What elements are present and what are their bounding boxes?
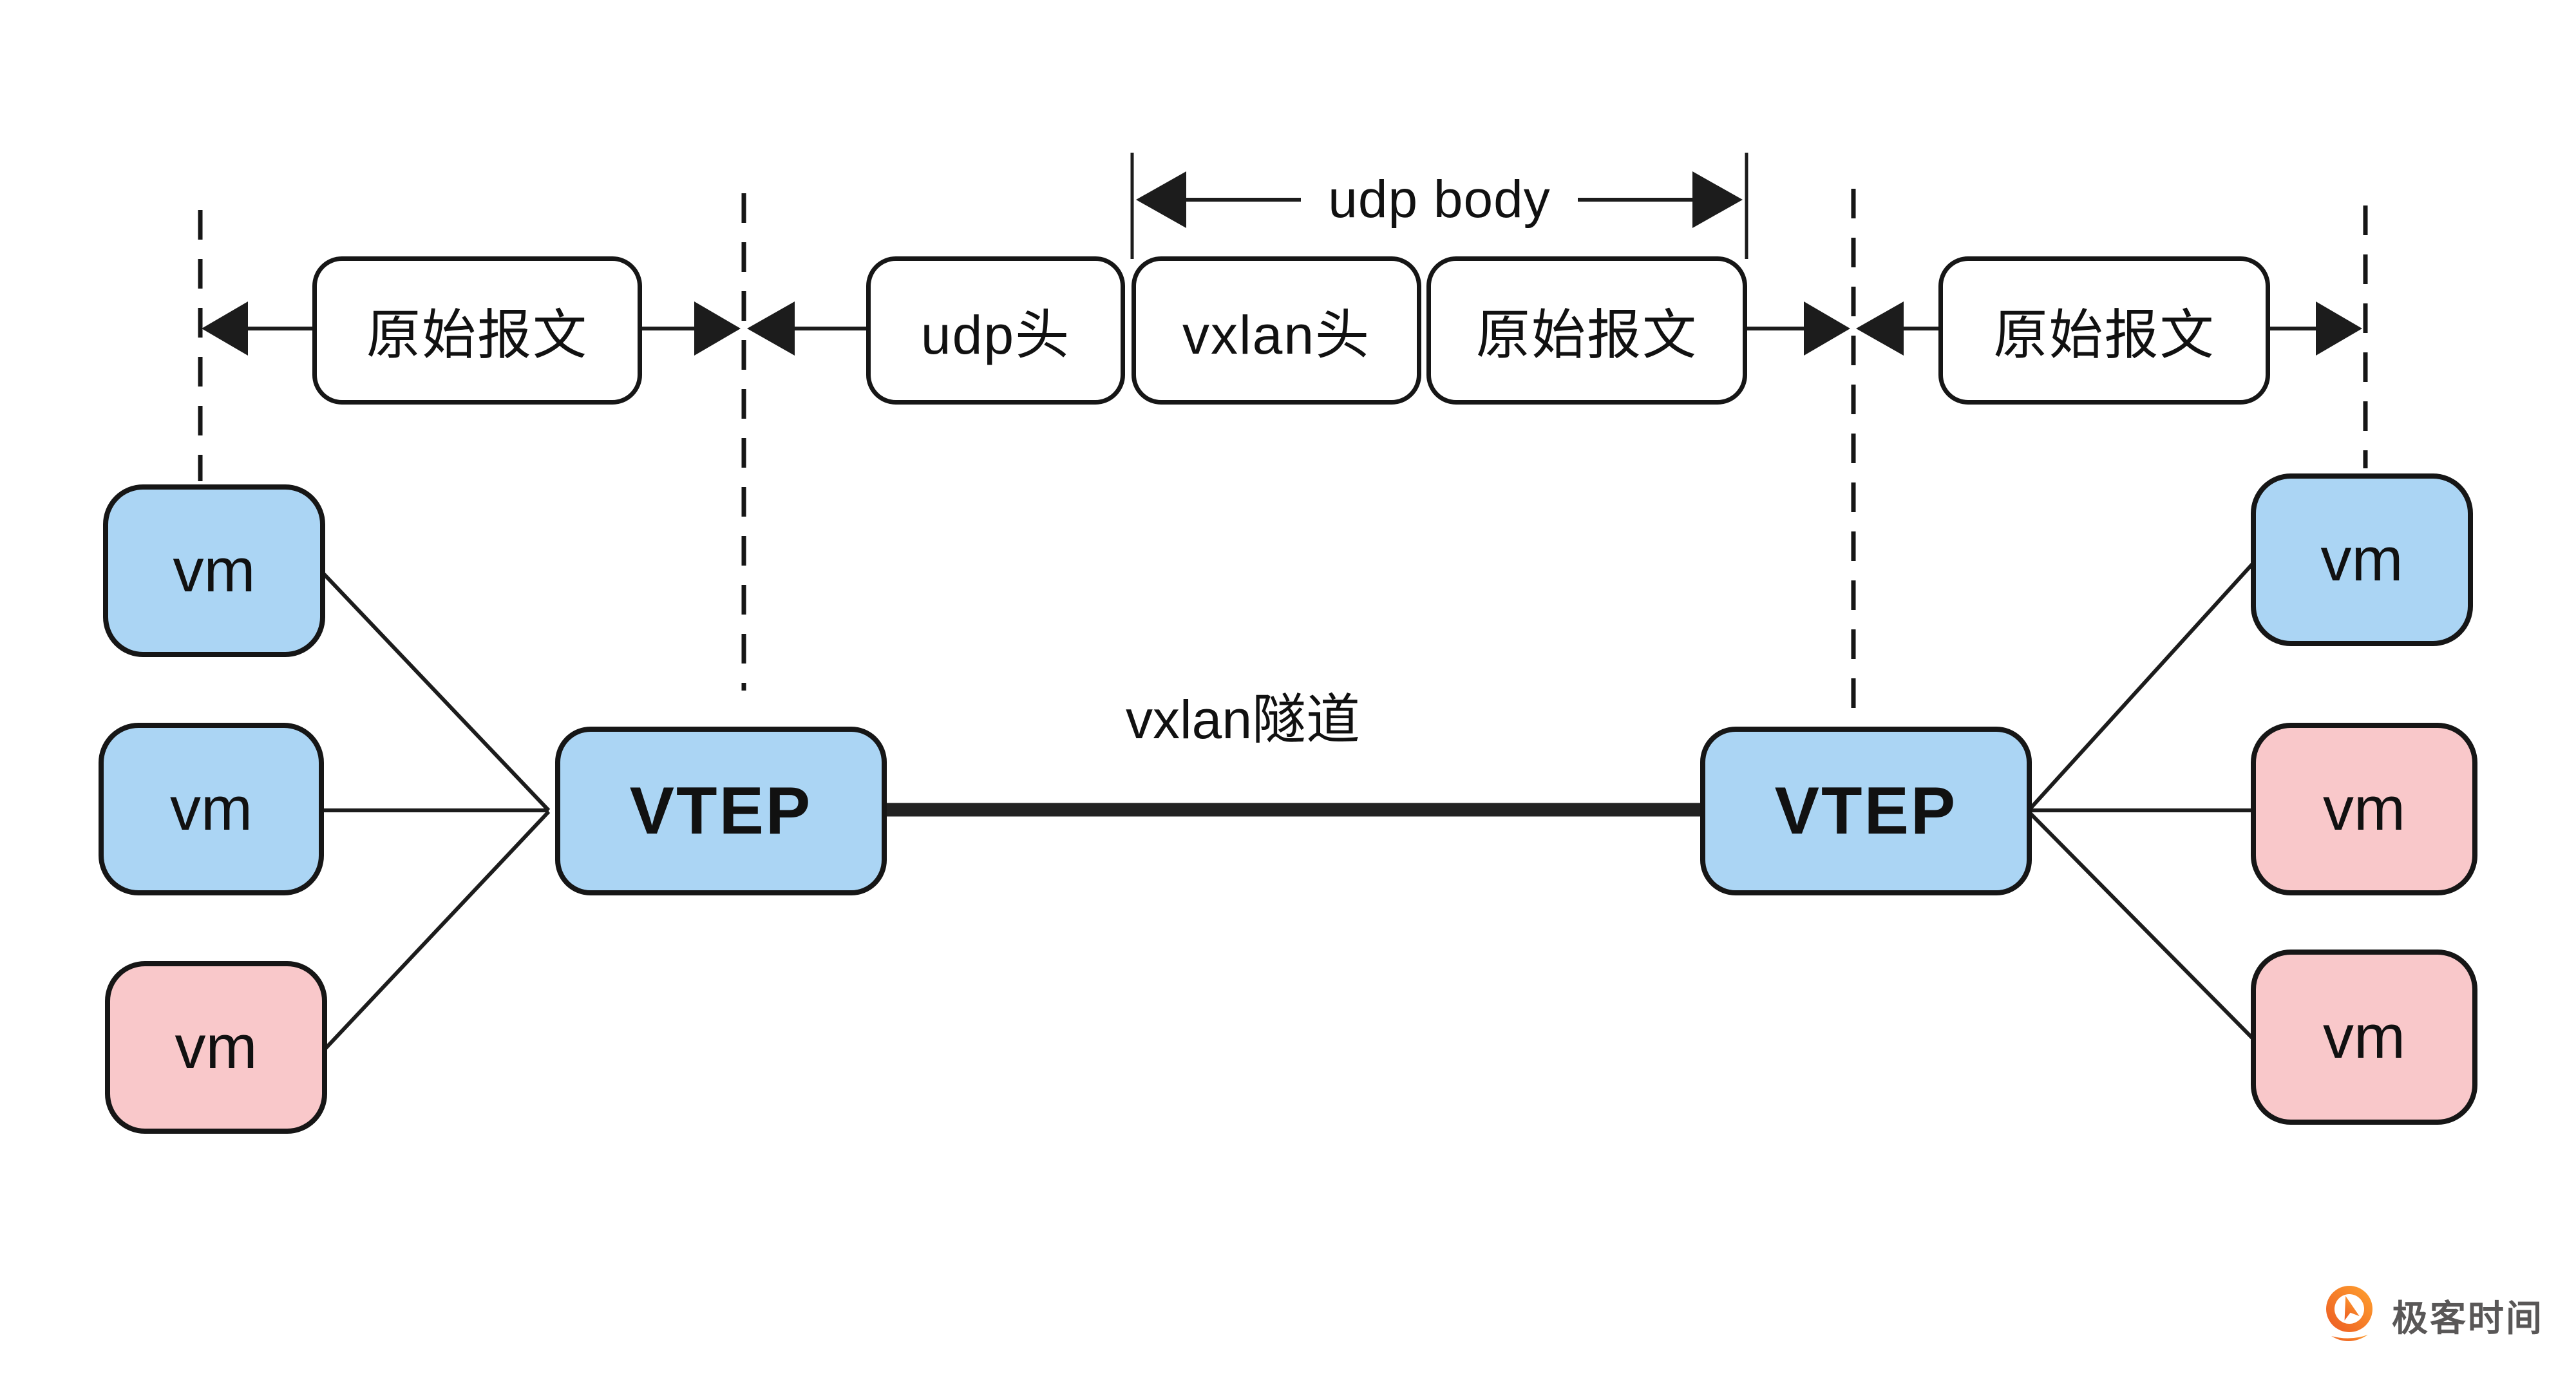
geektime-logo-text: 极客时间 xyxy=(2392,1297,2544,1339)
arrowhead-right-icon xyxy=(1804,301,1850,356)
vm-node-left-3: vm xyxy=(105,961,327,1134)
vm-node-right-2: vm xyxy=(2251,723,2477,895)
packet-box-vxlan-header: vxlan头 xyxy=(1132,256,1421,405)
vxlan-tunnel-label: vxlan隧道 xyxy=(1125,689,1361,750)
arrowhead-right-icon xyxy=(694,301,741,356)
geektime-logo: 极客时间 xyxy=(2317,1283,2544,1348)
vm-node-right-3: vm xyxy=(2251,950,2477,1125)
packet-box-original-left: 原始报文 xyxy=(312,256,642,405)
vm-node-right-1: vm xyxy=(2251,473,2473,646)
vtep-left-node: VTEP xyxy=(555,727,887,895)
packet-box-original-right: 原始报文 xyxy=(1938,256,2270,405)
arrowhead-right-icon xyxy=(1692,171,1743,228)
packet-box-udp-header: udp头 xyxy=(866,256,1125,405)
arrowhead-right-icon xyxy=(2316,301,2362,356)
vm-node-left-1: vm xyxy=(103,484,325,657)
arrowhead-left-icon xyxy=(202,301,248,356)
vm-connection-line xyxy=(320,570,551,812)
vm-connection-line xyxy=(323,810,551,1051)
geektime-logo-icon xyxy=(2326,1286,2372,1342)
udp-body-label: udp body xyxy=(1301,164,1578,236)
vm-node-left-2: vm xyxy=(99,723,324,895)
arrowhead-left-icon xyxy=(747,301,795,356)
vtep-right-node: VTEP xyxy=(1700,727,2032,895)
packet-box-original-middle: 原始报文 xyxy=(1426,256,1747,405)
arrowhead-left-icon xyxy=(1136,171,1186,228)
vm-connection-line xyxy=(2027,810,2255,1040)
arrowhead-left-icon xyxy=(1856,301,1904,356)
vm-connection-line xyxy=(2027,562,2255,812)
